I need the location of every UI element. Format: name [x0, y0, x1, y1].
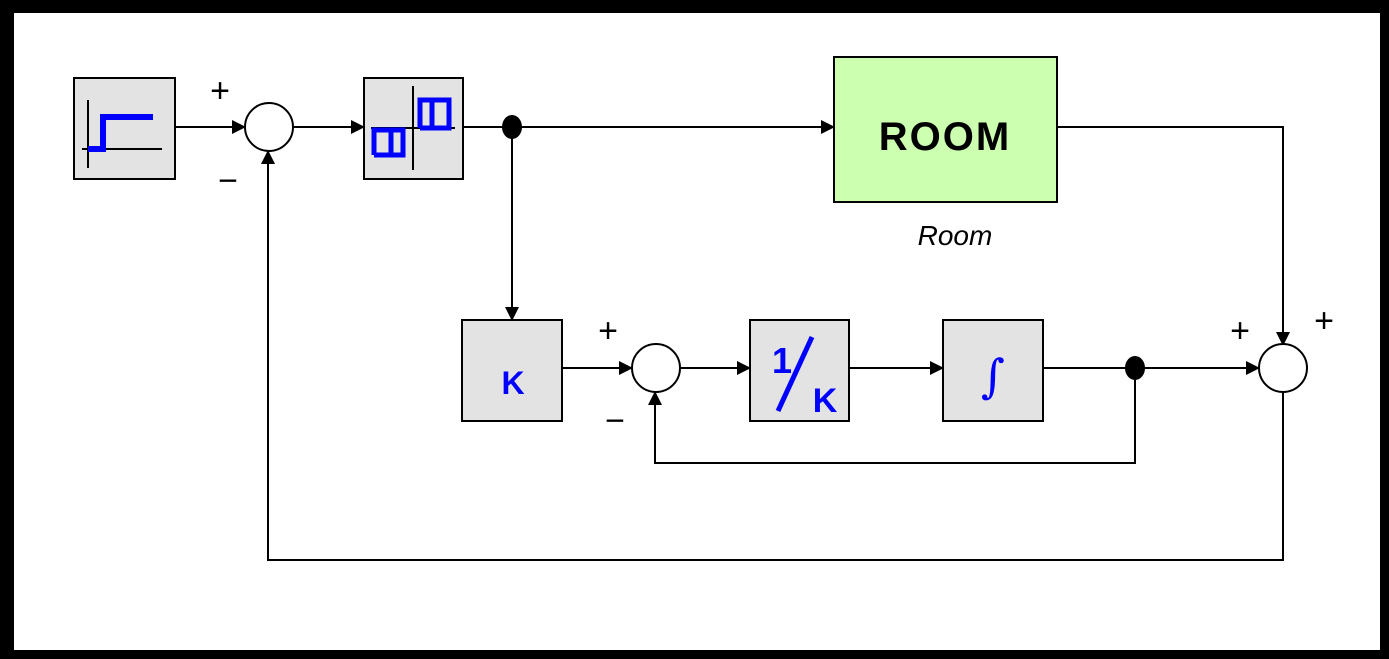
sum2-minus-sign: − [605, 402, 625, 440]
sum2-plus-sign: + [598, 312, 618, 350]
room-block-label: ROOM [879, 115, 1011, 159]
room-block[interactable]: ROOM [833, 56, 1058, 203]
step-source-block[interactable] [73, 77, 176, 180]
sum-junction-1[interactable] [244, 102, 294, 152]
line-room-to-sum3 [1057, 126, 1290, 346]
sum1-plus-sign: + [210, 72, 230, 110]
relay-hysteresis-block[interactable] [363, 77, 464, 180]
sign-labels: + − + − + + [210, 72, 1334, 440]
sum1-minus-sign: − [218, 162, 238, 200]
sum3-right-plus-sign: + [1314, 302, 1334, 340]
line-inner-feedback [648, 368, 1136, 464]
sum3-left-plus-sign: + [1230, 312, 1250, 350]
relay-hysteresis-icon [371, 86, 455, 170]
sum-junction-3[interactable] [1258, 343, 1308, 393]
inverse-gain-denominator: K [813, 382, 838, 420]
step-icon [82, 100, 162, 168]
line-outer-feedback [261, 150, 1284, 561]
junction-dot-top [502, 115, 522, 139]
inverse-gain-numerator: 1 [772, 340, 792, 381]
diagram-frame [8, 7, 1386, 656]
signal-lines [175, 120, 1290, 561]
gain-k-label: K [501, 365, 524, 401]
integral-icon: ∫ [981, 349, 1005, 403]
gain-k-block[interactable]: K [461, 319, 563, 422]
junction-dot-inner [1125, 356, 1145, 380]
inverse-gain-block[interactable]: 1 K [749, 319, 850, 422]
sum-junction-2[interactable] [631, 343, 681, 393]
room-caption: Room [918, 220, 993, 251]
fraction-slash [775, 335, 815, 413]
integrator-block[interactable]: ∫ [942, 319, 1044, 422]
